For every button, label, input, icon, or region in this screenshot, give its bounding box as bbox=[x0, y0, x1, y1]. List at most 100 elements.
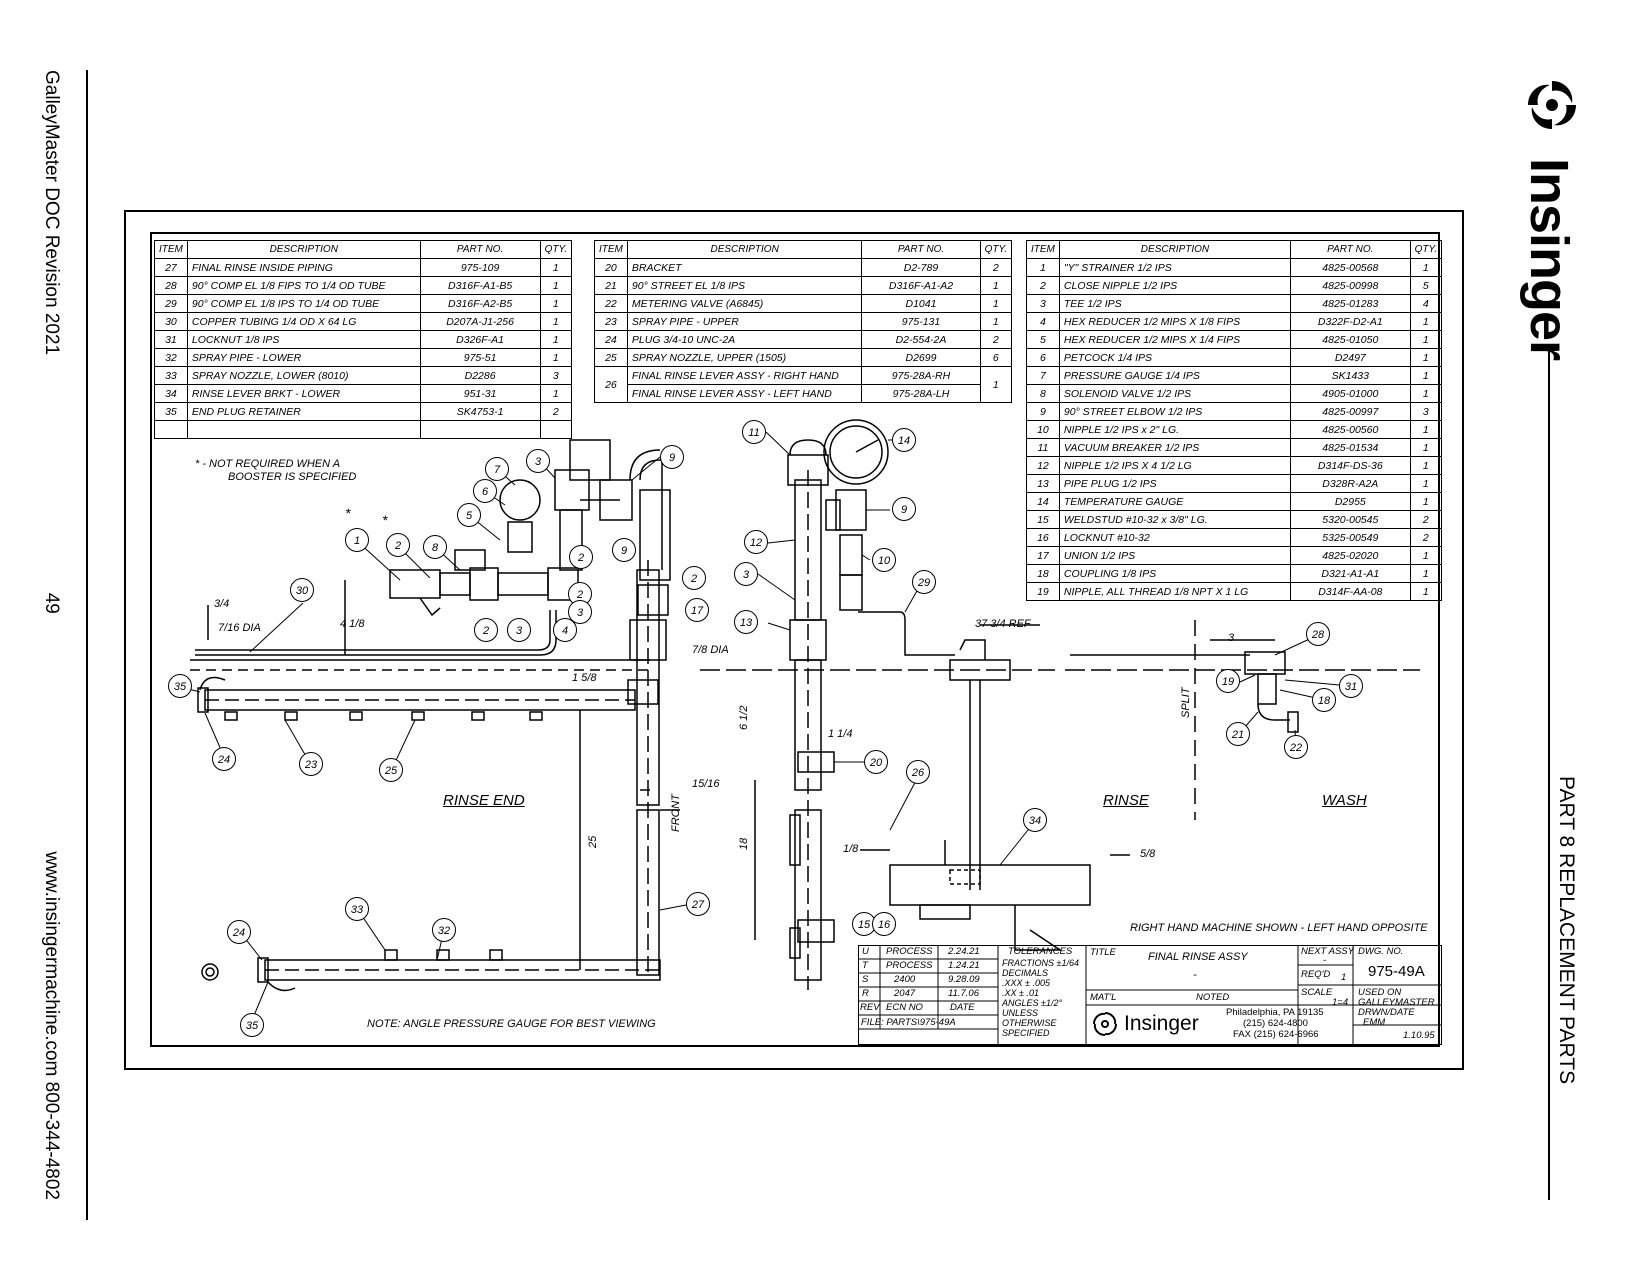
dim-1-8: 1/8 bbox=[843, 843, 859, 855]
rev-letter: T bbox=[862, 960, 868, 971]
balloon-callout: 23 bbox=[299, 752, 323, 776]
balloon-callout: 20 bbox=[864, 750, 888, 774]
drawing-number: 975-49A bbox=[1368, 963, 1425, 980]
scale-value: 1=4 bbox=[1332, 997, 1349, 1008]
balloon-callout: 9 bbox=[660, 445, 684, 469]
part-no-cell: 4825-02020 bbox=[1290, 546, 1411, 565]
rev-date: 11.7.06 bbox=[948, 988, 979, 999]
file-name: FILE: PARTS\975-49A bbox=[861, 1017, 956, 1028]
note-booster: BOOSTER IS SPECIFIED bbox=[228, 471, 357, 483]
balloon-callout: 3 bbox=[507, 618, 531, 642]
qty-cell: 1 bbox=[979, 366, 1013, 403]
tolerance-line: UNLESS bbox=[1002, 1008, 1039, 1018]
company-phone: (215) 624-4800 bbox=[1243, 1018, 1308, 1029]
balloon-callout: 33 bbox=[345, 897, 369, 921]
part-no-cell: D314F-AA-08 bbox=[1290, 582, 1411, 601]
balloon-callout: 34 bbox=[1023, 808, 1047, 832]
balloon-callout: 2 bbox=[682, 566, 706, 590]
rev-ecn: PROCESS bbox=[886, 946, 933, 957]
balloon-callout: 14 bbox=[892, 428, 916, 452]
rev-letter: R bbox=[862, 988, 869, 999]
dim-4-1-8: 4 1/8 bbox=[340, 618, 365, 630]
balloon-callout: 26 bbox=[906, 760, 930, 784]
left-rule bbox=[86, 70, 88, 1220]
title-header: TITLE bbox=[1090, 947, 1116, 958]
description-cell: FINAL RINSE INSIDE PIPING bbox=[186, 258, 421, 277]
dim-7-16-dia: 7/16 DIA bbox=[218, 622, 261, 634]
tolerance-line: FRACTIONS ±1/64 bbox=[1002, 958, 1079, 968]
parts-table-c: ITEM DESCRIPTION PART NO. QTY. 1"Y" STRA… bbox=[1026, 240, 1443, 601]
note-not-required: * - NOT REQUIRED WHEN A bbox=[195, 458, 341, 470]
dim-5-8: 5/8 bbox=[1140, 848, 1156, 860]
reqd-header: REQ'D bbox=[1301, 969, 1331, 980]
balloon-callout: 32 bbox=[432, 918, 456, 942]
balloon-callout: 27 bbox=[686, 892, 710, 916]
asterisk-mark: * bbox=[382, 512, 388, 528]
description-cell: PETCOCK 1/4 IPS bbox=[1058, 348, 1292, 367]
used-on-value: GALLEYMASTER bbox=[1358, 997, 1435, 1008]
split-label: SPLIT bbox=[1180, 687, 1192, 718]
balloon-callout: 22 bbox=[1284, 735, 1308, 759]
description-cell: VACUUM BREAKER 1/2 IPS bbox=[1058, 438, 1292, 457]
description-cell: END PLUG RETAINER bbox=[186, 402, 421, 421]
drawn-date: 1.10.95 bbox=[1403, 1030, 1435, 1041]
rev-letter: S bbox=[862, 974, 869, 985]
rev-header: REV bbox=[860, 1002, 880, 1013]
balloon-callout: 28 bbox=[1306, 622, 1330, 646]
qty-cell: 1 bbox=[539, 330, 573, 349]
description-cell: COPPER TUBING 1/4 OD X 64 LG bbox=[186, 312, 421, 331]
tolerance-line: ANGLES ±1/2° bbox=[1002, 998, 1063, 1008]
balloon-callout: 6 bbox=[473, 479, 497, 503]
description-cell: SPRAY PIPE - UPPER bbox=[626, 312, 863, 331]
balloon-callout: 11 bbox=[742, 420, 766, 444]
table-row: 26 FINAL RINSE LEVER ASSY - RIGHT HAND 9… bbox=[594, 366, 1013, 403]
rev-ecn: PROCESS bbox=[886, 960, 933, 971]
drawing-title: FINAL RINSE ASSY bbox=[1148, 951, 1248, 963]
part-no-cell: D328R-A2A bbox=[1290, 474, 1411, 493]
balloon-callout: 18 bbox=[1312, 688, 1336, 712]
rev-date: 9.28.09 bbox=[948, 974, 980, 985]
balloon-callout: 35 bbox=[240, 1013, 264, 1037]
note-angle-gauge: NOTE: ANGLE PRESSURE GAUGE FOR BEST VIEW… bbox=[367, 1018, 656, 1030]
qty-header: QTY. bbox=[539, 240, 573, 259]
material-value: NOTED bbox=[1196, 992, 1230, 1003]
tolerance-line: SPECIFIED bbox=[1002, 1028, 1050, 1038]
description-cell: TEE 1/2 IPS bbox=[1058, 294, 1292, 313]
item-cell: 19 bbox=[1026, 582, 1060, 601]
description-cell: FINAL RINSE LEVER ASSY - LEFT HAND bbox=[626, 384, 863, 403]
qty-header: QTY. bbox=[1409, 240, 1443, 259]
balloon-callout: 13 bbox=[734, 610, 758, 634]
rev-date: 1.24.21 bbox=[948, 960, 980, 971]
dim-18: 18 bbox=[738, 837, 750, 850]
material-header: MAT'L bbox=[1090, 992, 1117, 1003]
part-no-cell: 975-28A-LH bbox=[861, 384, 981, 403]
rinse-label: RINSE bbox=[1103, 792, 1149, 809]
drawing-frame bbox=[124, 210, 1464, 1070]
dim-3: 3 bbox=[1228, 632, 1235, 644]
reqd-value: 1 bbox=[1341, 972, 1347, 983]
description-cell: 90° COMP EL 1/8 FIPS TO 1/4 OD TUBE bbox=[186, 276, 421, 295]
ecn-header: ECN NO bbox=[886, 1002, 923, 1013]
rev-ecn: 2400 bbox=[894, 974, 916, 985]
right-rule bbox=[1548, 350, 1550, 1200]
dim-6-1-2: 6 1/2 bbox=[738, 705, 750, 730]
dim-1-1-4: 1 1/4 bbox=[828, 728, 853, 740]
balloon-callout: 9 bbox=[892, 497, 916, 521]
description-cell: SPRAY PIPE - LOWER bbox=[186, 348, 421, 367]
description-cell: BRACKET bbox=[626, 258, 863, 277]
